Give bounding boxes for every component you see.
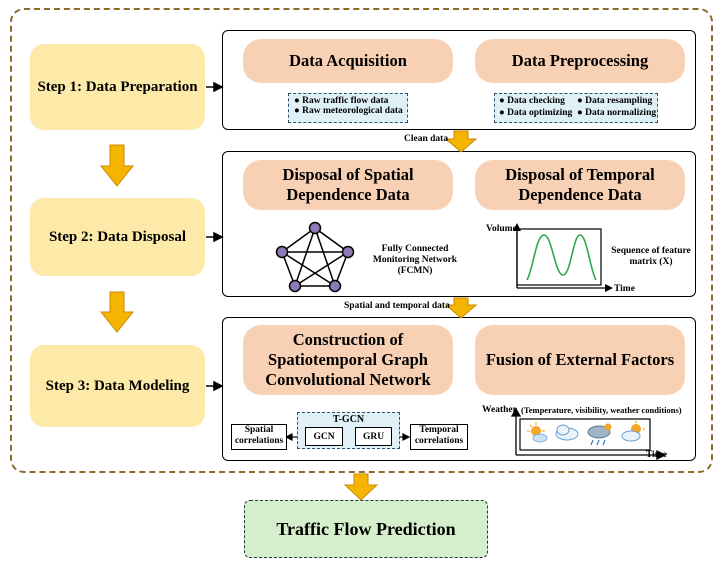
acquisition-details: ● Raw traffic flow data ● Raw meteorolog… <box>288 93 408 123</box>
rain-cloud-icon <box>587 423 612 446</box>
down-arrow-icon <box>343 473 379 501</box>
step-1-box: Step 1: Data Preparation <box>30 44 205 130</box>
list-item: ● Raw meteorological data <box>294 106 403 116</box>
preprocessing-details: ● Data checking ● Data resampling ● Data… <box>494 93 658 123</box>
temporal-dependence-box: Disposal of Temporal Dependence Data <box>475 160 685 210</box>
sequence-label: Sequence of feature matrix (X) <box>611 246 691 267</box>
fusion-box: Fusion of External Factors <box>475 325 685 395</box>
cloud-icon <box>555 424 579 441</box>
down-arrow-icon <box>444 297 478 319</box>
network-label: Fully Connected Monitoring Network (FCMN… <box>372 244 458 276</box>
data-acquisition-box: Data Acquisition <box>243 39 453 83</box>
list-item: ● Raw traffic flow data <box>294 96 389 106</box>
volume-chart-icon <box>513 223 613 292</box>
gru-box: GRU <box>355 427 392 446</box>
step-2-box: Step 2: Data Disposal <box>30 198 205 276</box>
step-3-label: Step 3: Data Modeling <box>45 377 190 394</box>
traffic-flow-prediction-box: Traffic Flow Prediction <box>244 500 488 558</box>
tgcn-label: T-GCN <box>332 414 365 425</box>
construction-title: Construction of Spatiotemporal Graph Con… <box>265 330 431 389</box>
weather-time-label: Time <box>646 450 667 460</box>
sun-cloud-icon <box>621 421 645 442</box>
weather-detail-label: (Temperature, visibility, weather condit… <box>521 405 682 415</box>
clean-data-label: Clean data <box>404 134 449 144</box>
spatial-dependence-title: Disposal of Spatial Dependence Data <box>282 165 414 204</box>
volume-axis-label: Volume <box>486 224 517 234</box>
step-1-label: Step 1: Data Preparation <box>37 78 198 95</box>
spatial-dependence-box: Disposal of Spatial Dependence Data <box>243 160 453 210</box>
construction-box: Construction of Spatiotemporal Graph Con… <box>243 325 453 395</box>
spatial-correlations-box: Spatial correlations <box>231 424 287 450</box>
sun-cloud-icon <box>527 422 548 443</box>
spatiotemporal-data-label: Spatial and temporal data <box>344 301 450 311</box>
temporal-correlations-box: Temporal correlations <box>410 424 468 450</box>
fusion-title: Fusion of External Factors <box>485 350 675 369</box>
prediction-title: Traffic Flow Prediction <box>276 518 456 539</box>
list-item: ● Data resampling <box>577 96 653 106</box>
down-arrow-icon <box>99 291 135 333</box>
list-item: ● Data checking <box>499 96 565 106</box>
time-axis-label: Time <box>614 284 635 294</box>
data-preprocessing-title: Data Preprocessing <box>511 51 649 70</box>
step-3-box: Step 3: Data Modeling <box>30 345 205 427</box>
gcn-box: GCN <box>305 427 343 446</box>
network-graph-icon <box>275 221 355 293</box>
weather-axis-label: Weather <box>482 405 517 415</box>
data-acquisition-title: Data Acquisition <box>289 51 407 70</box>
workflow-frame <box>10 8 713 473</box>
list-item: ● Data optimizing <box>499 108 573 118</box>
down-arrow-icon <box>99 144 135 187</box>
data-preprocessing-box: Data Preprocessing <box>475 39 685 83</box>
temporal-dependence-title: Disposal of Temporal Dependence Data <box>505 165 655 204</box>
down-arrow-icon <box>444 130 478 153</box>
step-2-label: Step 2: Data Disposal <box>48 228 187 245</box>
list-item: ● Data normalizing <box>577 108 657 118</box>
